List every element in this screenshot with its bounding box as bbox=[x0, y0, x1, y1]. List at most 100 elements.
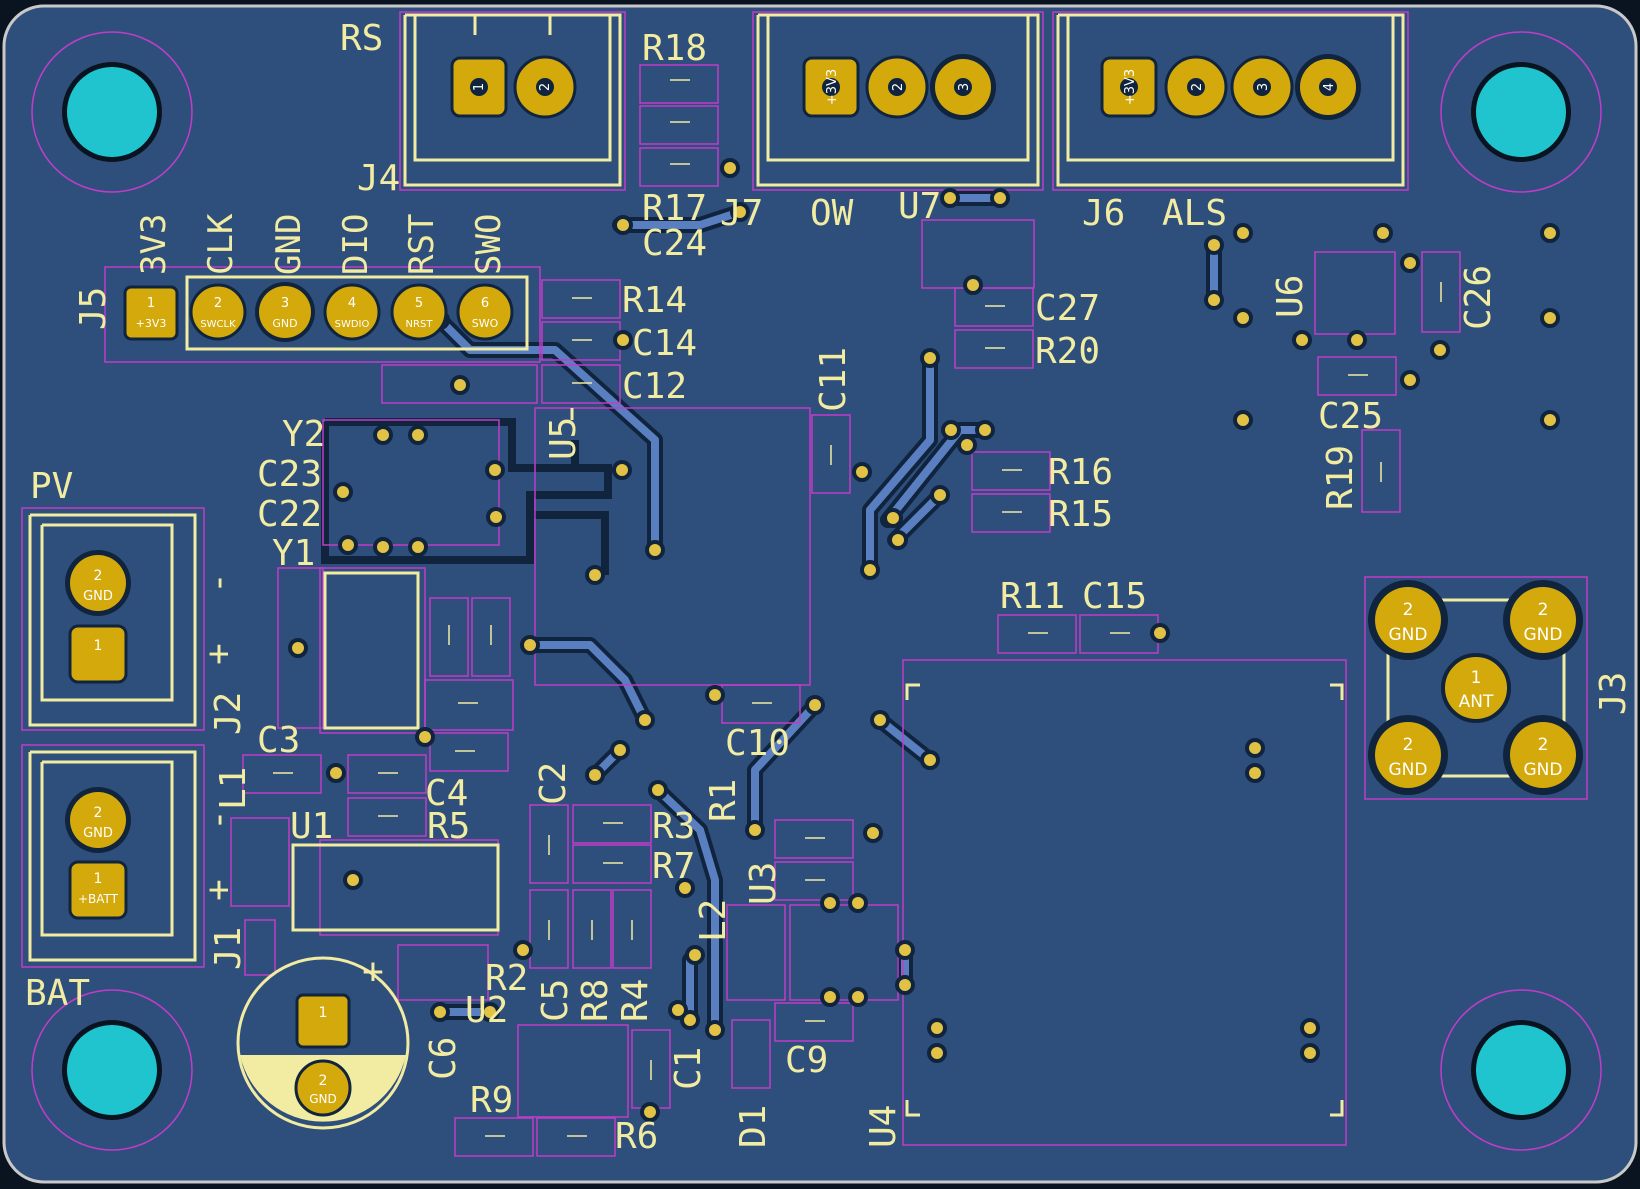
j6-pin-1: +3V3 bbox=[1123, 69, 1138, 105]
label-c9: C9 bbox=[785, 1040, 828, 1081]
label-r3: R3 bbox=[652, 806, 695, 847]
j4-pin-2: 2 bbox=[538, 83, 553, 91]
label-r18: R18 bbox=[642, 28, 707, 69]
c6-pin-1: 1 bbox=[319, 1005, 328, 1021]
j7-pin-1: +3V3 bbox=[825, 69, 840, 105]
label-u2: U2 bbox=[465, 990, 508, 1031]
polarity-marks: - + - + + bbox=[198, 572, 384, 992]
j4-pin-1: 1 bbox=[472, 83, 487, 91]
j3-pin-2-num-br: 2 bbox=[1538, 735, 1549, 755]
label-c26: C26 bbox=[1458, 265, 1499, 330]
mounting-hole bbox=[31, 989, 193, 1151]
label-c12: C12 bbox=[622, 366, 687, 407]
j6-pads bbox=[1100, 54, 1361, 120]
j1-pads bbox=[65, 787, 131, 920]
label-u6: U6 bbox=[1270, 275, 1311, 318]
j6-pin-2: 2 bbox=[1190, 83, 1205, 91]
mounting-holes bbox=[31, 31, 1602, 1151]
j3-pin-2-num-tr: 2 bbox=[1538, 600, 1549, 620]
j5-pin-4-net: SWDIO bbox=[335, 319, 370, 330]
label-c27: C27 bbox=[1035, 288, 1100, 329]
label-y1: Y1 bbox=[272, 533, 315, 574]
j5-pin-6-net: SWO bbox=[472, 317, 499, 330]
label-c25: C25 bbox=[1318, 396, 1383, 437]
mounting-hole bbox=[1440, 31, 1602, 193]
label-j1: J1 bbox=[208, 927, 249, 970]
label-r15: R15 bbox=[1048, 494, 1113, 535]
j5-pin-3-num: 3 bbox=[281, 296, 289, 311]
j5-pin-5-net: NRST bbox=[406, 319, 434, 330]
j6-pin-4: 4 bbox=[1322, 83, 1337, 91]
label-u4: U4 bbox=[863, 1105, 904, 1148]
label-r4: R4 bbox=[615, 979, 656, 1022]
j5-pin-1-net: +3V3 bbox=[136, 317, 167, 330]
j3-pin-2-net-bl: GND bbox=[1389, 760, 1428, 780]
label-c2: C2 bbox=[533, 762, 574, 805]
mounting-hole bbox=[1440, 989, 1602, 1151]
silkscreen-labels: RS J4 R18 R17 C24 J7 OW U7 J6 ALS U6 C26… bbox=[25, 18, 1634, 1157]
j5-pin-6-num: 6 bbox=[481, 296, 489, 311]
label-c15: C15 bbox=[1082, 576, 1147, 617]
connector-pads bbox=[65, 54, 1583, 1117]
vias bbox=[288, 158, 1560, 1122]
label-u1: U1 bbox=[290, 806, 333, 847]
label-u5: U5 bbox=[543, 417, 584, 460]
label-y2: Y2 bbox=[282, 414, 325, 455]
label-pv: PV bbox=[30, 466, 73, 507]
smd-footprints bbox=[242, 64, 1397, 1157]
label-rs: RS bbox=[340, 18, 383, 59]
bat-minus-mark: - bbox=[198, 809, 239, 831]
label-c22: C22 bbox=[257, 494, 322, 535]
j5-header-labels: 3V3 CLK GND DIO RST SWO bbox=[134, 213, 509, 275]
label-r19: R19 bbox=[1320, 445, 1361, 510]
j5-label-3v3: 3V3 bbox=[134, 214, 174, 275]
label-als: ALS bbox=[1162, 193, 1227, 234]
label-c4: C4 bbox=[425, 773, 468, 814]
j6-pin-3: 3 bbox=[1256, 83, 1271, 91]
j5-pads bbox=[123, 282, 514, 342]
label-l2: L2 bbox=[693, 899, 734, 942]
label-u3: U3 bbox=[743, 862, 784, 905]
label-r2: R2 bbox=[485, 958, 528, 999]
j5-pin-2-num: 2 bbox=[214, 296, 222, 311]
label-j3: J3 bbox=[1593, 672, 1634, 715]
j1-pin-2-num: 2 bbox=[94, 805, 103, 821]
label-r9: R9 bbox=[470, 1080, 513, 1121]
label-r16: R16 bbox=[1048, 452, 1113, 493]
label-u7: U7 bbox=[898, 186, 941, 227]
label-r6: R6 bbox=[615, 1116, 658, 1157]
j5-pin-2-net: SWCLK bbox=[200, 319, 236, 330]
label-j7: J7 bbox=[720, 193, 763, 234]
label-r5: R5 bbox=[427, 806, 470, 847]
label-d1: D1 bbox=[733, 1105, 774, 1148]
label-l1: L1 bbox=[213, 767, 254, 810]
j5-pin-5-num: 5 bbox=[415, 296, 423, 311]
silkscreen-outlines bbox=[28, 13, 1566, 1117]
label-ow: OW bbox=[810, 193, 854, 234]
c6-pin-2-net: GND bbox=[309, 1092, 337, 1106]
j1-pin-1-num: 1 bbox=[94, 871, 103, 887]
c6-pads bbox=[294, 993, 352, 1117]
j3-pads bbox=[1368, 580, 1583, 795]
label-r7: R7 bbox=[652, 846, 695, 887]
label-bat: BAT bbox=[25, 973, 90, 1014]
j5-label-rst: RST bbox=[402, 214, 442, 275]
label-j5: J5 bbox=[73, 287, 114, 330]
j7-pin-3: 3 bbox=[957, 83, 972, 91]
j5-label-gnd: GND bbox=[269, 214, 309, 275]
label-c10: C10 bbox=[725, 723, 790, 764]
j5-pin-4-num: 4 bbox=[348, 296, 356, 311]
label-c3: C3 bbox=[257, 720, 300, 761]
mounting-hole bbox=[31, 31, 193, 193]
c6-plus-mark: + bbox=[362, 951, 384, 992]
j3-pin-2-num-tl: 2 bbox=[1403, 600, 1414, 620]
pad-pin-labels: 1 2 +3V3 2 3 +3V3 2 3 4 1 +3V3 2 SWCLK 3… bbox=[78, 69, 1563, 1106]
label-r11: R11 bbox=[1000, 576, 1065, 617]
j2-pin-2-num: 2 bbox=[94, 568, 103, 584]
bat-plus-mark: + bbox=[198, 879, 239, 901]
label-j6: J6 bbox=[1082, 193, 1125, 234]
j2-pin-1-num: 1 bbox=[94, 638, 103, 654]
label-r8: R8 bbox=[575, 979, 616, 1022]
label-c1: C1 bbox=[668, 1047, 709, 1090]
keepout-zone-y2 bbox=[321, 418, 612, 575]
